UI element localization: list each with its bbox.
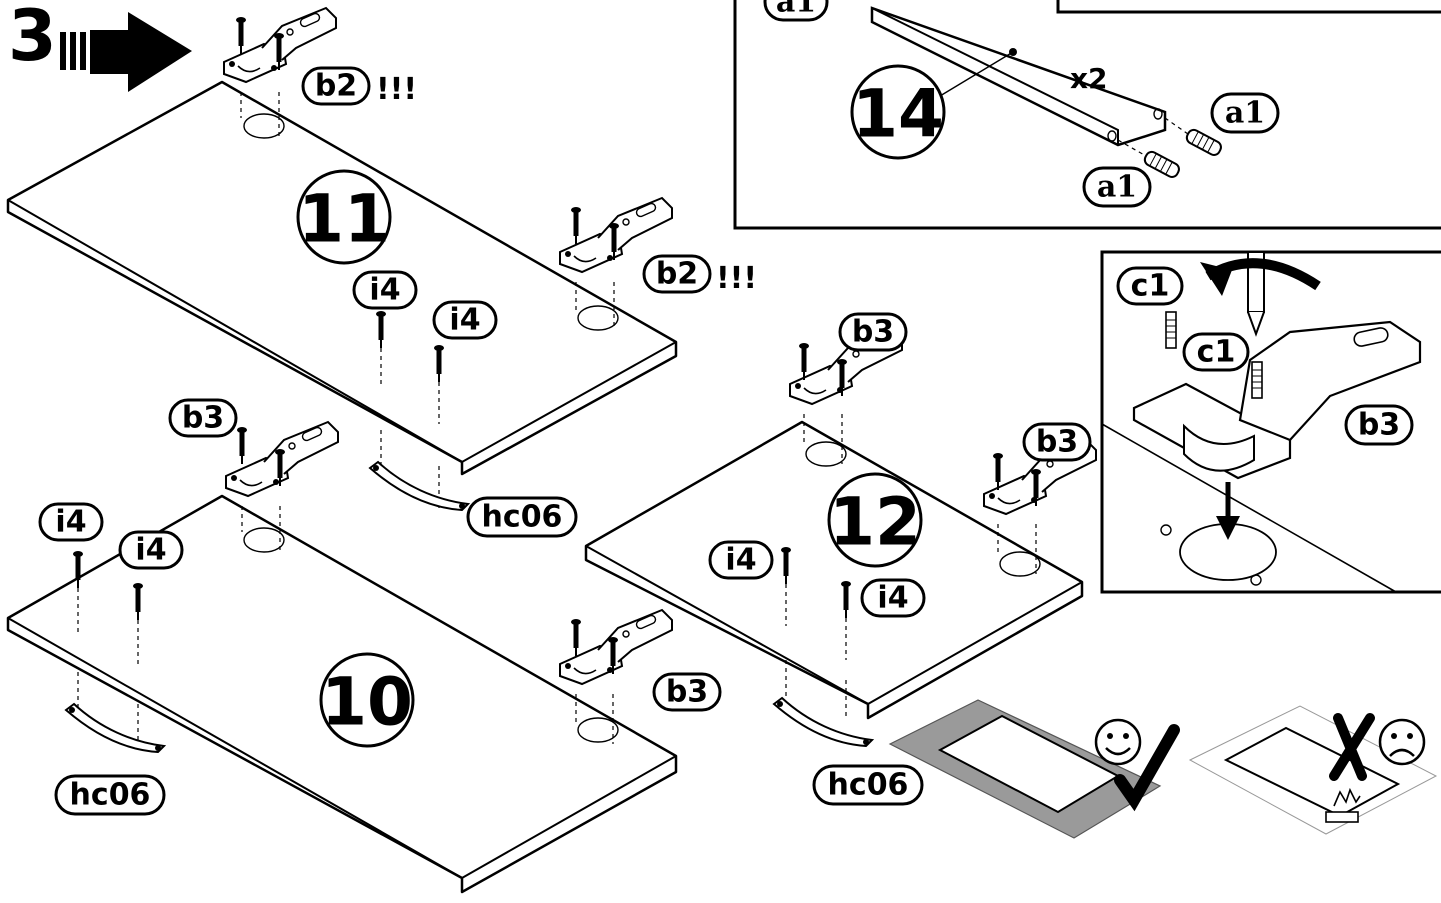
label-i4-panel-12-b: i4	[877, 581, 908, 616]
checkmark-icon	[1114, 724, 1180, 812]
label-b3-panel-12-top: b3	[852, 315, 894, 350]
label-a1-right: a1	[1225, 96, 1265, 131]
panel-11: 11 b2 !!! b2 !!! i4 i4 hc06	[6, 7, 757, 538]
label-a1-top: a1	[776, 0, 816, 20]
label-i4-panel-11-a: i4	[369, 273, 400, 308]
detail-box-hinge: c1 c1 b3	[1100, 250, 1441, 594]
panel-12: 12 b3 b3 i4 i4 hc06	[584, 312, 1097, 806]
quantity-label: x2	[1070, 62, 1108, 95]
wrong-practice-illustration	[1188, 705, 1438, 835]
step-header: 3	[8, 0, 192, 92]
label-hc06-panel-11: hc06	[482, 500, 563, 535]
label-i4-panel-12-a: i4	[725, 543, 756, 578]
step-arrow-icon	[90, 12, 192, 92]
down-arrow-icon	[1216, 516, 1240, 540]
label-b3-panel-10-right: b3	[666, 675, 708, 710]
smiley-face-icon	[1094, 718, 1142, 766]
correct-practice-illustration	[888, 699, 1180, 839]
cross-mark-icon	[1329, 713, 1375, 781]
part-number-circle	[850, 64, 946, 160]
label-b2-panel-11-left: b2	[315, 69, 357, 104]
label-a1-bottom: a1	[1097, 170, 1137, 205]
step-number: 3	[8, 0, 57, 77]
part-number-11: 11	[298, 181, 390, 258]
label-b3-panel-10-left: b3	[182, 401, 224, 436]
detail-box-shelf-14: x2 14 a1 a1 a1	[733, 0, 1441, 230]
sad-face-icon	[1378, 718, 1426, 766]
label-b3-detail: b3	[1358, 408, 1400, 443]
warning-mark-2: !!!	[716, 261, 757, 296]
label-b3-panel-12-right: b3	[1036, 425, 1078, 460]
part-number-14: 14	[852, 76, 944, 153]
label-i4-panel-11-b: i4	[449, 303, 480, 338]
label-i4-panel-10-b: i4	[135, 533, 166, 568]
label-hc06-panel-12: hc06	[828, 768, 909, 803]
warning-mark-1: !!!	[376, 72, 417, 107]
part-number-12: 12	[829, 484, 921, 561]
label-b2-panel-11-right: b2	[656, 257, 698, 292]
part-number-10: 10	[321, 664, 413, 741]
label-i4-panel-10-a: i4	[55, 505, 86, 540]
label-c1-top: c1	[1131, 269, 1170, 304]
label-c1-mid: c1	[1197, 335, 1236, 370]
panel-10: 10 b3 b3 i4 i4 hc06	[6, 398, 722, 894]
label-hc06-panel-10: hc06	[70, 778, 151, 813]
